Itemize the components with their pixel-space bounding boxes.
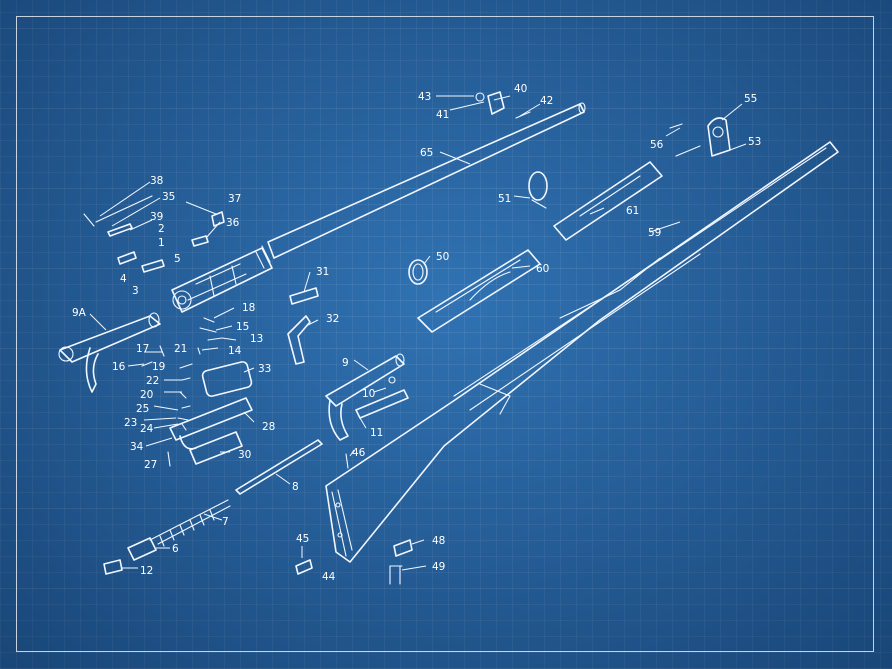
- part-sear-31: [289, 287, 319, 305]
- part-mainspring: [149, 499, 231, 547]
- part-stock: [325, 141, 839, 563]
- label-53: 53: [748, 136, 761, 148]
- label-59: 59: [648, 227, 661, 239]
- label-48: 48: [432, 535, 445, 547]
- part-cocking-piece: [325, 353, 409, 441]
- label-55: 55: [744, 93, 757, 105]
- part-screws-37-36: [191, 211, 225, 247]
- label-7: 7: [222, 516, 229, 528]
- part-labels: 43 40 41 42 55 56 53 65 38 35 37 36 39 2…: [72, 83, 761, 583]
- label-60: 60: [536, 263, 549, 275]
- label-9: 9: [342, 357, 349, 369]
- part-cleaning-rod: [83, 195, 165, 273]
- part-barrel: [255, 102, 586, 269]
- part-firing-pin-nut: [127, 537, 157, 561]
- label-20: 20: [140, 389, 153, 401]
- part-floor-plate: [189, 431, 243, 465]
- blueprint-frame: [16, 16, 874, 652]
- part-spring-32: [287, 315, 311, 365]
- label-17: 17: [136, 343, 149, 355]
- label-43: 43: [418, 91, 431, 103]
- label-33: 33: [258, 363, 271, 375]
- part-small-pins: [141, 317, 223, 467]
- label-9A: 9A: [72, 307, 87, 319]
- part-swivel-49: [389, 565, 403, 585]
- label-46: 46: [352, 447, 366, 459]
- part-screw-46: [345, 453, 349, 469]
- part-upper-handguard: [553, 161, 663, 241]
- label-3: 3: [132, 285, 139, 297]
- part-ring: [408, 259, 428, 285]
- label-36: 36: [226, 217, 240, 229]
- part-front-sight: [669, 117, 731, 157]
- part-screw-45: [295, 559, 313, 575]
- part-firing-pin: [235, 439, 323, 495]
- label-34: 34: [130, 441, 144, 453]
- label-49: 49: [432, 561, 445, 573]
- label-4: 4: [120, 273, 127, 285]
- part-bolt: [58, 312, 161, 393]
- label-23: 23: [124, 417, 137, 429]
- label-25: 25: [136, 403, 149, 415]
- label-27: 27: [144, 459, 157, 471]
- label-14: 14: [228, 345, 242, 357]
- label-18: 18: [242, 302, 255, 314]
- label-11: 11: [370, 427, 383, 439]
- part-lower-handguard: [417, 249, 541, 333]
- label-10: 10: [362, 388, 375, 400]
- part-nut-12: [103, 559, 123, 575]
- label-51: 51: [498, 193, 511, 205]
- label-37: 37: [228, 193, 241, 205]
- part-receiver: [171, 247, 273, 313]
- leader-lines: [89, 95, 747, 571]
- label-2: 2: [158, 223, 165, 235]
- label-61: 61: [626, 205, 639, 217]
- label-56: 56: [650, 139, 664, 151]
- label-44: 44: [322, 571, 336, 583]
- part-magazine: [201, 361, 253, 397]
- part-rear-sight: [475, 91, 531, 119]
- label-42: 42: [540, 95, 553, 107]
- label-39: 39: [150, 211, 163, 223]
- label-40: 40: [514, 83, 527, 95]
- label-12: 12: [140, 565, 153, 577]
- label-38: 38: [150, 175, 163, 187]
- label-41: 41: [436, 109, 449, 121]
- label-6: 6: [172, 543, 179, 555]
- label-30: 30: [238, 449, 251, 461]
- label-28: 28: [262, 421, 275, 433]
- label-32: 32: [326, 313, 339, 325]
- label-31: 31: [316, 266, 329, 278]
- label-19: 19: [152, 361, 165, 373]
- label-13: 13: [250, 333, 263, 345]
- label-15: 15: [236, 321, 249, 333]
- label-16: 16: [112, 361, 126, 373]
- part-barrel-band: [528, 171, 548, 209]
- label-50: 50: [436, 251, 449, 263]
- label-8: 8: [292, 481, 299, 493]
- label-35: 35: [162, 191, 175, 203]
- label-5: 5: [174, 253, 181, 265]
- part-swivel-48: [393, 539, 413, 557]
- label-22: 22: [146, 375, 159, 387]
- label-24: 24: [140, 423, 154, 435]
- label-45: 45: [296, 533, 309, 545]
- label-21: 21: [174, 343, 187, 355]
- label-1: 1: [158, 237, 165, 249]
- label-65: 65: [420, 147, 433, 159]
